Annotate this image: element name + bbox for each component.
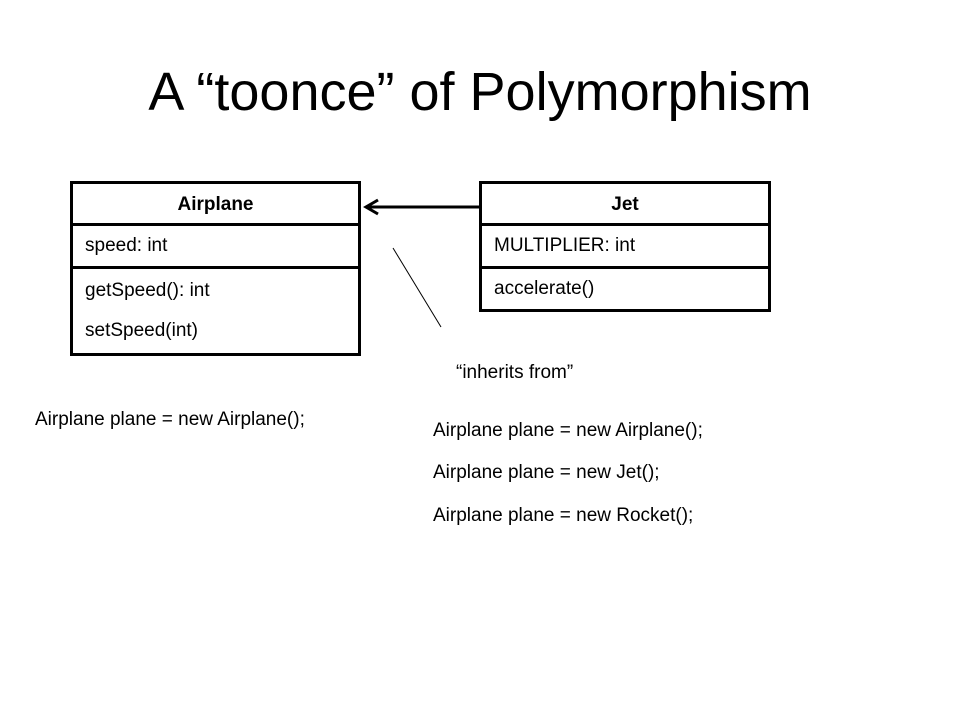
method-set-speed: setSpeed(int) [85, 320, 199, 341]
method-accelerate: accelerate() [494, 278, 595, 299]
methods-section-jet: accelerate() [482, 269, 768, 309]
attributes-section-jet: MULTIPLIER: int [482, 226, 768, 269]
code-right-line-2: Airplane plane = new Jet(); [433, 462, 660, 483]
attributes-section-airplane: speed: int [73, 226, 358, 269]
callout-leader-line [392, 247, 442, 328]
inheritance-arrowhead [363, 198, 379, 216]
method-get-speed: getSpeed(): int [85, 280, 210, 301]
attribute-speed: speed: int [85, 235, 168, 256]
inherits-from-label: “inherits from” [456, 362, 574, 383]
slide-title: A “toonce” of Polymorphism [148, 62, 812, 122]
code-right-line-3: Airplane plane = new Rocket(); [433, 505, 694, 526]
code-left-line-1: Airplane plane = new Airplane(); [35, 409, 305, 430]
class-box-jet: Jet MULTIPLIER: int accelerate() [479, 181, 771, 312]
class-name-jet: Jet [482, 184, 768, 226]
class-box-airplane: Airplane speed: int getSpeed(): int setS… [70, 181, 361, 356]
code-right-line-1: Airplane plane = new Airplane(); [433, 420, 703, 441]
attribute-multiplier: MULTIPLIER: int [494, 235, 636, 256]
methods-section-airplane: getSpeed(): int setSpeed(int) [73, 269, 358, 351]
class-name-airplane: Airplane [73, 184, 358, 226]
